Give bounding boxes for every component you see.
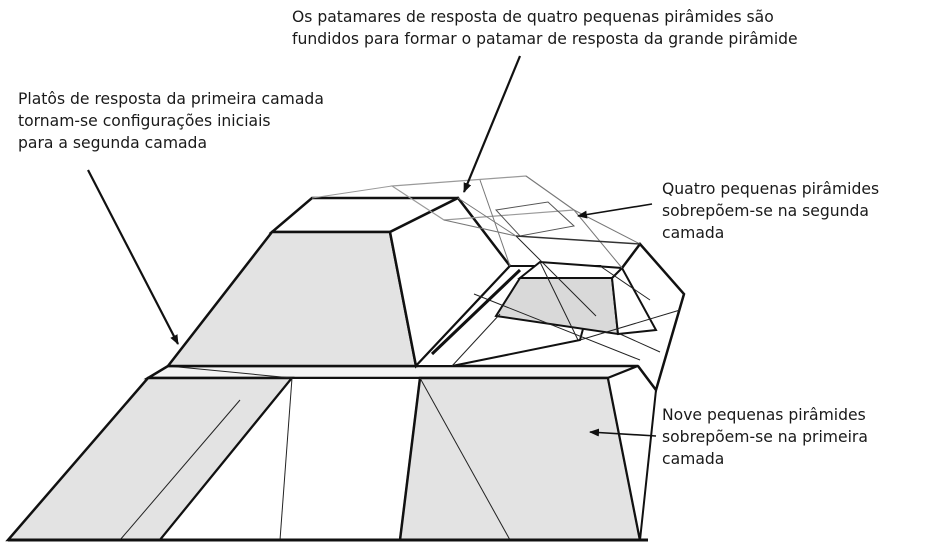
annotation-left-line-2: tornam-se configurações iniciais xyxy=(18,112,271,130)
arrow-right-bottom-to-first-layer xyxy=(589,428,657,437)
annotation-right-top-line-2: sobrepõem-se na segunda xyxy=(662,202,869,220)
annotation-top: Os patamares de resposta de quatro peque… xyxy=(292,6,798,50)
first-layer xyxy=(5,364,658,542)
first-layer-hidden-edge xyxy=(419,377,511,541)
annotation-left-line-3: para a segunda camada xyxy=(18,134,208,152)
ghost-edge xyxy=(515,235,641,245)
second-layer-front-face-left xyxy=(165,230,418,368)
second-layer-hidden-edge xyxy=(599,265,651,301)
second-layer-hidden-edge xyxy=(515,235,597,317)
annotation-right-top-line-3: camada xyxy=(662,224,725,242)
annotation-right-bottom: Nove pequenas pirâmides sobrepõem-se na … xyxy=(662,404,868,470)
ghost-edge xyxy=(573,209,623,269)
annotation-right-bottom-line-2: sobrepõem-se na primeira xyxy=(662,428,868,446)
second-layer-right-edge xyxy=(621,242,686,393)
annotation-left: Platôs de resposta da primeira camada to… xyxy=(18,88,324,154)
ghost-edge xyxy=(479,179,511,267)
first-layer-hidden-edge xyxy=(167,365,293,379)
second-layer-hidden-edge xyxy=(579,309,681,341)
annotation-left-line-1: Platôs de resposta da primeira camada xyxy=(18,90,324,108)
first-layer-hidden-edge xyxy=(279,377,293,541)
arrows xyxy=(87,55,657,437)
second-layer-hidden-edge xyxy=(473,293,641,361)
second-layer-hidden-edge xyxy=(430,268,522,356)
second-layer-hidden-edge xyxy=(619,333,661,353)
annotation-right-bottom-line-3: camada xyxy=(662,450,725,468)
arrow-top-to-plateau xyxy=(462,55,522,193)
second-layer xyxy=(165,196,686,393)
first-layer-front-face-right xyxy=(398,376,642,542)
arrow-left-to-plateau xyxy=(87,169,179,345)
ghost-edge xyxy=(457,197,517,237)
arrow-right-top-to-small-pyramids xyxy=(577,203,653,219)
ghost-small-plateau xyxy=(494,201,576,237)
annotation-right-top-line-1: Quatro pequenas pirâmides xyxy=(662,180,880,198)
first-layer-hidden-edge xyxy=(119,399,241,541)
second-layer-hidden-edge xyxy=(451,313,501,367)
ghost-edge xyxy=(443,219,517,237)
ghost-edge xyxy=(525,175,575,211)
first-layer-top-strip xyxy=(143,364,639,380)
annotation-right-top: Quatro pequenas pirâmides sobrepõem-se n… xyxy=(662,178,879,244)
annotation-top-line-1: Os patamares de resposta de quatro peque… xyxy=(292,8,774,26)
annotation-right-bottom-line-1: Nove pequenas pirâmides xyxy=(662,406,866,424)
annotation-top-line-2: fundidos para formar o patamar de respos… xyxy=(292,30,798,48)
ghost-edge xyxy=(311,185,393,199)
second-layer-hidden-edge xyxy=(539,261,579,341)
